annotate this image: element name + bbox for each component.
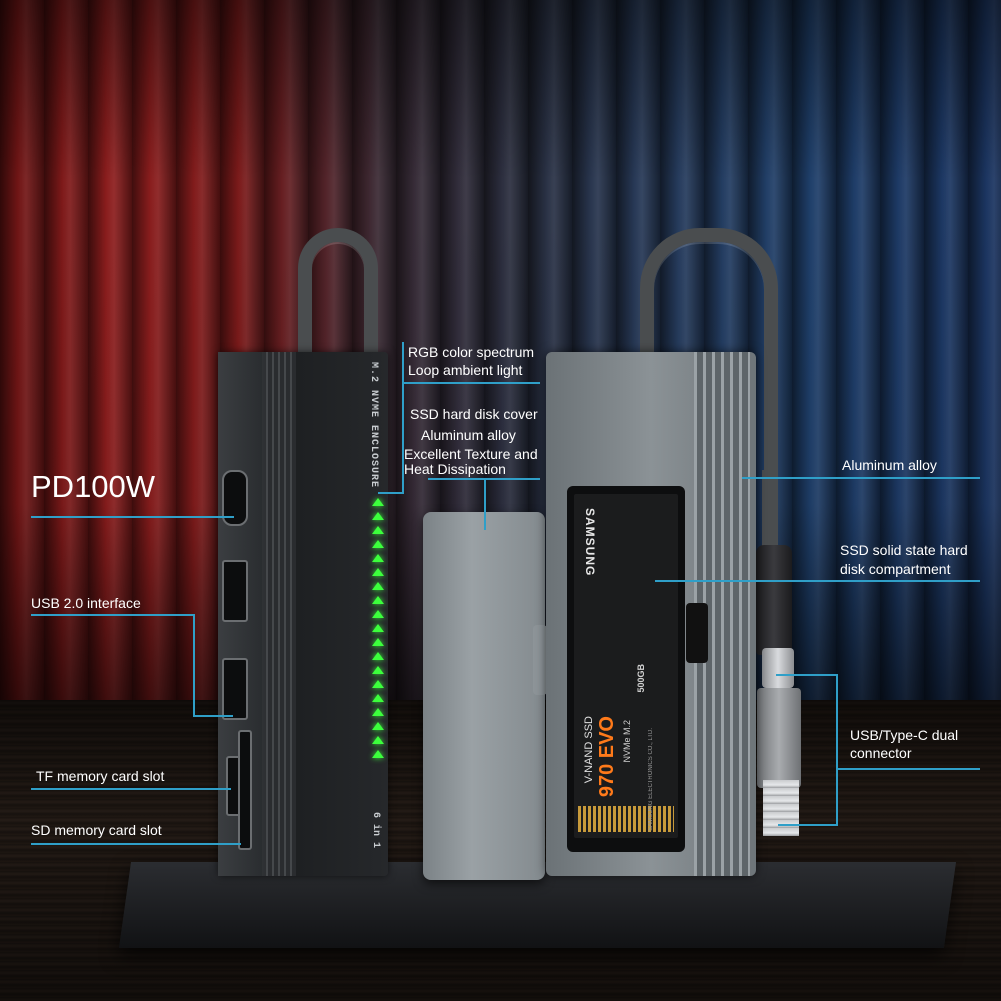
type-c-plug	[762, 648, 794, 688]
rgb-led	[372, 512, 384, 520]
rgb-led	[372, 736, 384, 744]
rgb-led	[372, 526, 384, 534]
callout-line-rgb-vertical	[402, 342, 404, 494]
rgb-led	[372, 638, 384, 646]
rgb-led	[372, 554, 384, 562]
callout-sd: SD memory card slot	[31, 822, 162, 838]
callout-line-sd	[31, 843, 241, 845]
callout-tf: TF memory card slot	[36, 768, 165, 784]
ssd-brand-label: SAMSUNG	[583, 508, 597, 577]
rgb-led	[372, 708, 384, 716]
ssd-cover-plate	[423, 512, 545, 880]
rgb-led	[372, 666, 384, 674]
ssd-interface-label: NVMe M.2	[622, 720, 632, 763]
rgb-led	[372, 540, 384, 548]
ssd-maker-label: SAMSUNG ELECTRONICS CO., LTD.	[648, 728, 654, 831]
heat-fins	[266, 352, 296, 876]
cover-latch	[533, 625, 547, 695]
callout-usb2: USB 2.0 interface	[31, 595, 141, 611]
callout-line-dual-vertical	[836, 674, 838, 826]
rgb-led	[372, 582, 384, 590]
m2-ssd-board	[574, 494, 678, 838]
callout-line-tf	[31, 788, 231, 790]
callout-line-rgb	[402, 382, 540, 384]
usb-port-2	[222, 658, 248, 720]
callout-line-usb2-bottom	[193, 715, 233, 717]
usb-a-adapter	[757, 688, 801, 788]
callout-line-dual	[836, 768, 980, 770]
ssd-capacity-label: 500GB	[636, 664, 646, 693]
callout-cover-2: Aluminum alloy	[421, 427, 516, 443]
callout-cover-4: Heat Dissipation	[404, 461, 506, 477]
rgb-led	[372, 652, 384, 660]
six-in-one-print: 6 in 1	[370, 812, 381, 849]
callout-line-alloy	[742, 477, 980, 479]
rgb-led	[372, 680, 384, 688]
rgb-led	[372, 568, 384, 576]
callout-line-usb2	[31, 614, 193, 616]
right-cable-lead	[762, 470, 776, 550]
enclosure-print: M.2 NVME ENCLOSURE	[368, 362, 379, 489]
callout-dual-1: USB/Type-C dual	[850, 727, 959, 743]
rgb-led	[372, 610, 384, 618]
callout-cover-3: Excellent Texture and	[404, 446, 538, 462]
ssd-gold-contacts	[578, 806, 674, 832]
left-braided-cable	[298, 228, 378, 362]
type-c-connector-housing	[756, 545, 792, 655]
callout-dual-2: connector	[850, 745, 912, 761]
callout-pd100w: PD100W	[31, 469, 156, 504]
rgb-led	[372, 624, 384, 632]
callout-line-usb2-vertical	[193, 614, 195, 717]
rgb-led	[372, 596, 384, 604]
ssd-model-label: 970 EVO	[596, 716, 618, 798]
callout-line-dual-top	[776, 674, 836, 676]
callout-rgb-2: Loop ambient light	[408, 362, 523, 378]
ssd-retention-clip	[686, 603, 708, 663]
rgb-led	[372, 722, 384, 730]
callout-line-compartment	[655, 580, 980, 582]
callout-line-pd	[31, 516, 234, 518]
rgb-led-strip	[371, 498, 385, 830]
usb-a-plug	[763, 780, 799, 836]
callout-line-rgb-to-led	[378, 492, 404, 494]
callout-line-cover-vertical	[484, 478, 486, 530]
callout-compartment-1: SSD solid state hard	[840, 542, 968, 558]
rgb-led	[372, 694, 384, 702]
sd-card-slot	[238, 730, 252, 850]
callout-compartment-2: disk compartment	[840, 561, 951, 577]
rgb-led	[372, 750, 384, 758]
callout-line-dual-bottom	[778, 824, 838, 826]
rgb-led	[372, 498, 384, 506]
usb-port-1	[222, 560, 248, 622]
callout-alloy: Aluminum alloy	[842, 457, 937, 473]
callout-cover-1: SSD hard disk cover	[410, 406, 538, 422]
ssd-type-label: V-NAND SSD	[583, 716, 595, 784]
callout-rgb-1: RGB color spectrum	[408, 344, 535, 360]
